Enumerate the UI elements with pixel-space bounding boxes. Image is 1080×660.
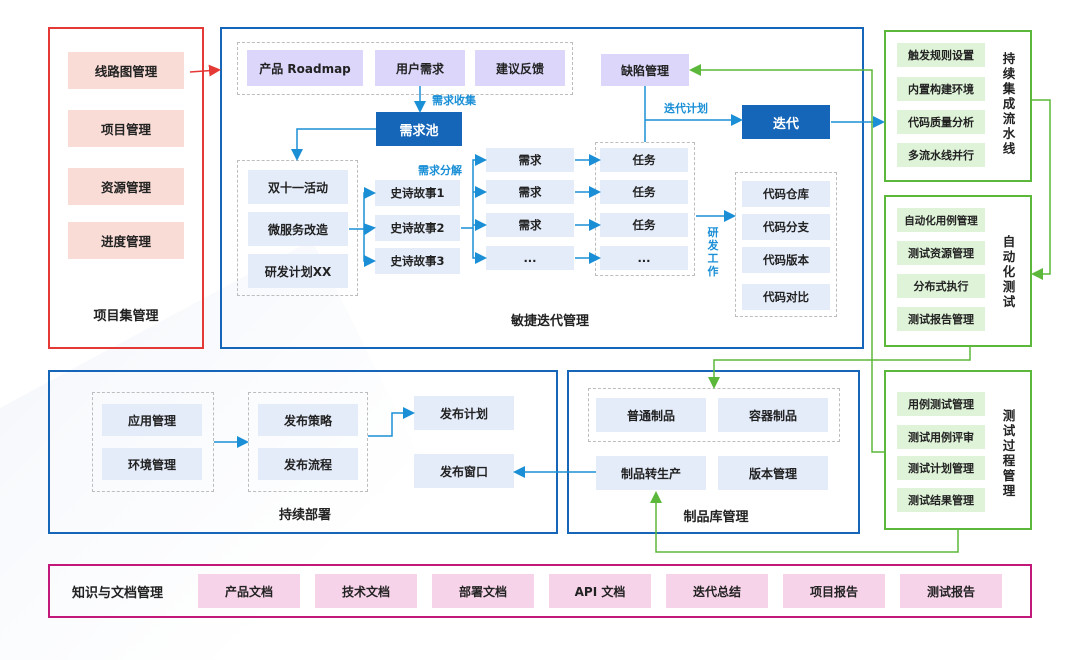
test-report-management[interactable]: 测试报告管理 [897,307,985,331]
version-management[interactable]: 版本管理 [718,456,828,490]
iteration[interactable]: 迭代 [742,105,830,139]
env-management[interactable]: 环境管理 [102,448,202,480]
code-compare[interactable]: 代码对比 [742,284,830,310]
app-management[interactable]: 应用管理 [102,404,202,436]
code-quality-analysis[interactable]: 代码质量分析 [897,110,985,134]
deploy-panel [48,370,558,534]
suggestion-feedback[interactable]: 建议反馈 [475,50,565,86]
plan-label: 迭代计划 [664,102,708,115]
test-plan-management[interactable]: 测试计划管理 [897,456,985,480]
knowledge-title: 知识与文档管理 [72,586,164,601]
arrow-ci-to-autotest [1031,99,1051,280]
epic-3[interactable]: 史诗故事3 [375,248,460,274]
auto-case-management[interactable]: 自动化用例管理 [897,208,985,232]
project-set-title: 项目集管理 [93,309,159,324]
code-repository[interactable]: 代码仓库 [742,181,830,207]
epic-1[interactable]: 史诗故事1 [375,180,460,206]
code-version[interactable]: 代码版本 [742,247,830,273]
requirement-pool[interactable]: 需求池 [376,112,462,146]
task-2[interactable]: 任务 [600,180,688,204]
collect-label: 需求收集 [432,94,476,107]
user-requirements[interactable]: 用户需求 [375,50,465,86]
project-set-panel [48,27,204,349]
release-plan[interactable]: 发布计划 [414,396,514,430]
doc-test-report[interactable]: 测试报告 [900,574,1002,608]
multi-pipeline-parallel[interactable]: 多流水线并行 [897,143,985,167]
artifact-title: 制品库管理 [683,510,749,525]
activity-rd-plan[interactable]: 研发计划XX [248,254,348,288]
auto-test-title: 自动化测试 [1002,234,1016,309]
app-env-group [92,392,214,492]
requirement-1[interactable]: 需求 [486,148,574,172]
trigger-rule-setting[interactable]: 触发规则设置 [897,43,985,67]
doc-product[interactable]: 产品文档 [198,574,300,608]
case-test-management[interactable]: 用例测试管理 [897,392,985,416]
artifact-to-production[interactable]: 制品转生产 [596,456,706,490]
test-result-management[interactable]: 测试结果管理 [897,488,985,512]
project-management[interactable]: 项目管理 [68,110,184,147]
agile-title: 敏捷迭代管理 [510,314,589,329]
doc-deployment[interactable]: 部署文档 [432,574,534,608]
ci-panel [884,30,1032,182]
requirement-more: ... [486,246,574,270]
container-artifact[interactable]: 容器制品 [718,398,828,432]
requirement-2[interactable]: 需求 [486,180,574,204]
doc-iteration-summary[interactable]: 迭代总结 [666,574,768,608]
doc-api[interactable]: API 文档 [549,574,651,608]
test-process-title: 测试过程管理 [1002,408,1016,498]
input-group [237,42,573,95]
defect-management[interactable]: 缺陷管理 [601,54,689,86]
split-label: 需求分解 [418,164,462,177]
ci-title: 持续集成流水线 [1002,51,1016,156]
epic-2[interactable]: 史诗故事2 [375,215,460,241]
resource-management[interactable]: 资源管理 [68,168,184,205]
release-window[interactable]: 发布窗口 [414,454,514,488]
builtin-build-env[interactable]: 内置构建环境 [897,77,985,101]
knowledge-panel [48,564,1032,618]
normal-artifact[interactable]: 普通制品 [596,398,706,432]
product-roadmap[interactable]: 产品 Roadmap [247,50,363,86]
deploy-title: 持续部署 [278,508,331,523]
progress-management[interactable]: 进度管理 [68,222,184,259]
task-3[interactable]: 任务 [600,213,688,237]
task-1[interactable]: 任务 [600,148,688,172]
dev-work-label: 研发工作 [707,226,719,278]
requirement-3[interactable]: 需求 [486,213,574,237]
roadmap-management[interactable]: 线路图管理 [68,52,184,89]
code-branch[interactable]: 代码分支 [742,214,830,240]
doc-project-report[interactable]: 项目报告 [783,574,885,608]
activity-microservice[interactable]: 微服务改造 [248,212,348,246]
test-resource-management[interactable]: 测试资源管理 [897,241,985,265]
release-process[interactable]: 发布流程 [258,448,358,480]
test-case-review[interactable]: 测试用例评审 [897,425,985,449]
task-more: ... [600,246,688,270]
activity-double-eleven[interactable]: 双十一活动 [248,170,348,204]
doc-technical[interactable]: 技术文档 [315,574,417,608]
release-strategy[interactable]: 发布策略 [258,404,358,436]
distributed-execution[interactable]: 分布式执行 [897,274,985,298]
